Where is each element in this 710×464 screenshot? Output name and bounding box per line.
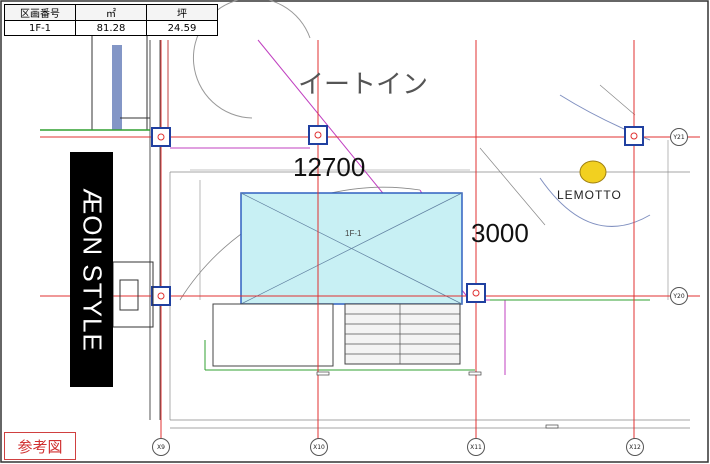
area-table-header: 区画番号 ㎡ 坪 xyxy=(4,4,218,21)
area-table: 区画番号 ㎡ 坪 1F-1 81.28 24.59 xyxy=(4,4,218,36)
grid-label-x9: X9 xyxy=(152,438,170,456)
storefront-gate xyxy=(112,261,154,328)
width-dimension: 12700 xyxy=(293,152,366,182)
aeon-style-text: ÆON STYLE xyxy=(77,187,107,352)
service-shaft xyxy=(112,45,122,130)
depth-dimension: 3000 xyxy=(471,218,529,248)
column-marker xyxy=(314,131,322,139)
aeon-style-logo: ÆON STYLE xyxy=(70,152,113,387)
tenant-diagonal xyxy=(240,192,463,305)
column-marker xyxy=(157,292,165,300)
area-table-row: 1F-1 81.28 24.59 xyxy=(4,20,218,36)
lower-room xyxy=(212,303,334,367)
eat-in-label: イートイン xyxy=(298,70,429,100)
column xyxy=(466,283,486,303)
column xyxy=(308,125,328,145)
column-marker xyxy=(630,132,638,140)
grid-label-x12: X12 xyxy=(626,438,644,456)
grid-label-y21: Y21 xyxy=(670,128,688,146)
dimension-marker xyxy=(545,424,559,429)
grid-label-x10: X10 xyxy=(310,438,328,456)
column-marker xyxy=(472,289,480,297)
lemotto-boundary xyxy=(539,177,651,227)
wall-line xyxy=(599,84,636,116)
grid-label-y20: Y20 xyxy=(670,287,688,305)
dimension-marker xyxy=(468,371,482,376)
column xyxy=(624,126,644,146)
header-section-number: 区画番号 xyxy=(4,4,76,21)
column xyxy=(151,286,171,306)
tsubo-value: 24.59 xyxy=(146,20,218,36)
column-marker xyxy=(157,133,165,141)
square-meters-value: 81.28 xyxy=(75,20,147,36)
reference-drawing-mark: 参考図 xyxy=(4,432,76,460)
dimension-marker xyxy=(316,371,330,376)
header-square-meters: ㎡ xyxy=(75,4,147,21)
grid-label-x11: X11 xyxy=(467,438,485,456)
storefront-gate xyxy=(119,279,139,311)
section-number-value: 1F-1 xyxy=(4,20,76,36)
tenant-area-label: 1F-1 xyxy=(345,229,362,238)
header-tsubo: 坪 xyxy=(146,4,218,21)
lemon-icon xyxy=(579,160,607,184)
lemotto-logo: LEMOTTO xyxy=(557,188,622,202)
column xyxy=(151,127,171,147)
wall-line xyxy=(479,147,546,226)
